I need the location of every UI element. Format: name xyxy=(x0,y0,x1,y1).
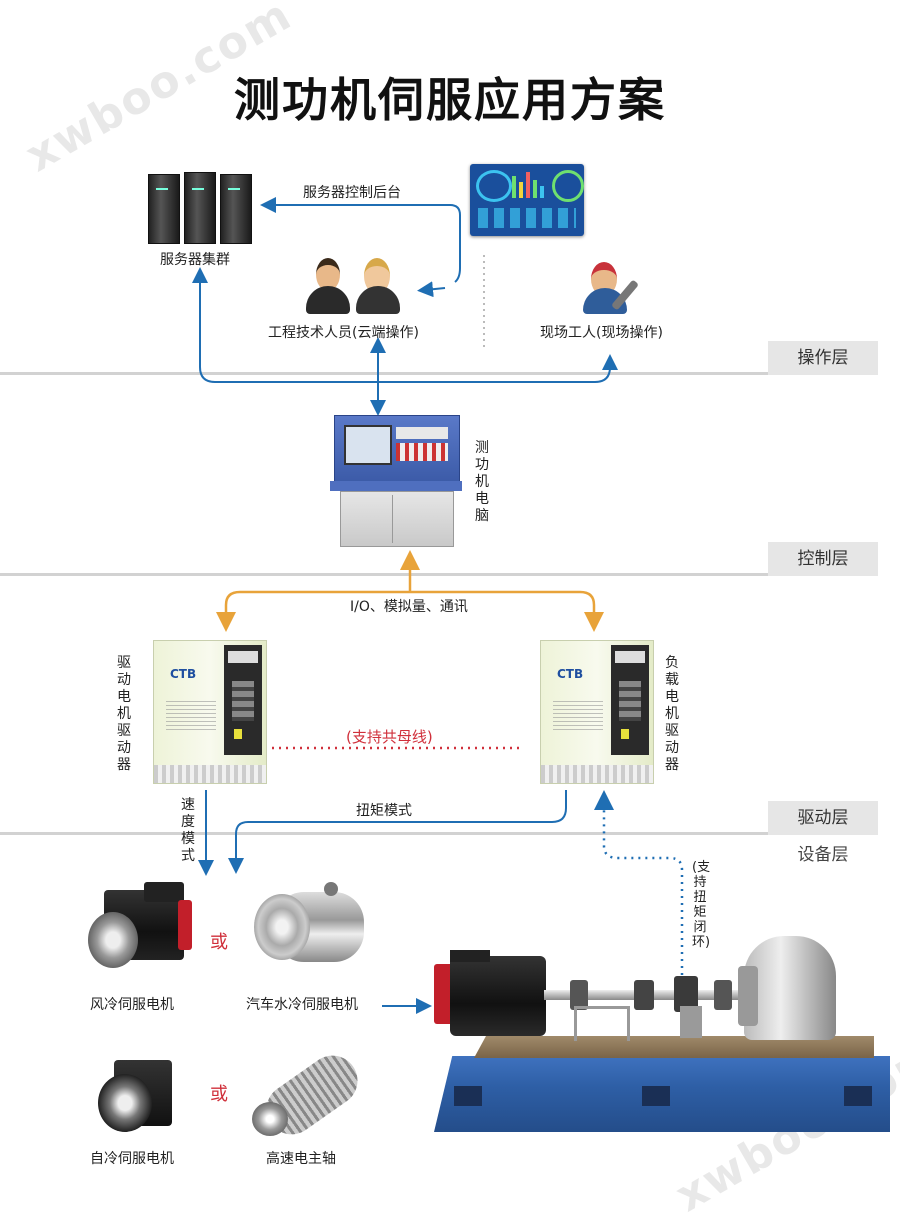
io-signals-label: I/O、模拟量、通讯 xyxy=(350,599,468,615)
layer-line-drive xyxy=(0,832,878,835)
field-worker-icon xyxy=(583,258,645,314)
or-label-1: 或 xyxy=(210,932,228,953)
dynamometer-test-bench xyxy=(434,936,890,1136)
layer-line-operation xyxy=(0,372,878,375)
engineers-label: 工程技术人员(云端操作) xyxy=(268,325,419,341)
drive-motor-driver-unit: CTB xyxy=(153,640,267,784)
engineers-icon xyxy=(306,258,402,314)
drive-motor-driver-label: 驱动电机驱动器 xyxy=(117,655,131,773)
layer-tab-operation: 操作层 xyxy=(768,341,878,375)
dashboard-screen-icon xyxy=(470,164,584,236)
server-cluster-label: 服务器集群 xyxy=(160,252,230,268)
torque-closed-loop-label: (支持扭矩闭环) xyxy=(692,860,711,950)
server-cluster-icon xyxy=(148,170,252,244)
or-label-2: 或 xyxy=(210,1084,228,1105)
air-cooled-motor-icon xyxy=(84,880,194,976)
layer-tab-drive: 驱动层 xyxy=(768,801,878,835)
field-worker-label: 现场工人(现场操作) xyxy=(540,325,663,341)
load-motor-driver-unit: CTB xyxy=(540,640,654,784)
air-cooled-motor-label: 风冷伺服电机 xyxy=(90,997,174,1013)
speed-mode-label: 速度模式 xyxy=(181,797,195,864)
layer-tab-control: 控制层 xyxy=(768,542,878,576)
water-cooled-motor-icon xyxy=(250,880,366,980)
self-cooled-motor-icon xyxy=(96,1056,176,1138)
dyno-computer-label: 测功机电脑 xyxy=(475,440,489,524)
spindle-icon xyxy=(252,1045,368,1145)
page-title: 测功机伺服应用方案 xyxy=(234,73,666,127)
common-bus-label: (支持共母线) xyxy=(346,728,433,746)
server-backend-label: 服务器控制后台 xyxy=(303,185,401,201)
water-cooled-motor-label: 汽车水冷伺服电机 xyxy=(246,997,358,1013)
load-motor-driver-label: 负载电机驱动器 xyxy=(665,655,679,773)
layer-tab-equipment: 设备层 xyxy=(797,845,849,865)
drive-driver-brand: CTB xyxy=(170,667,197,681)
dyno-computer-console-icon xyxy=(330,415,462,547)
load-driver-brand: CTB xyxy=(557,667,584,681)
layer-line-control xyxy=(0,573,878,576)
self-cooled-motor-label: 自冷伺服电机 xyxy=(90,1151,174,1167)
torque-mode-label: 扭矩模式 xyxy=(356,803,412,819)
spindle-label: 高速电主轴 xyxy=(266,1151,336,1167)
